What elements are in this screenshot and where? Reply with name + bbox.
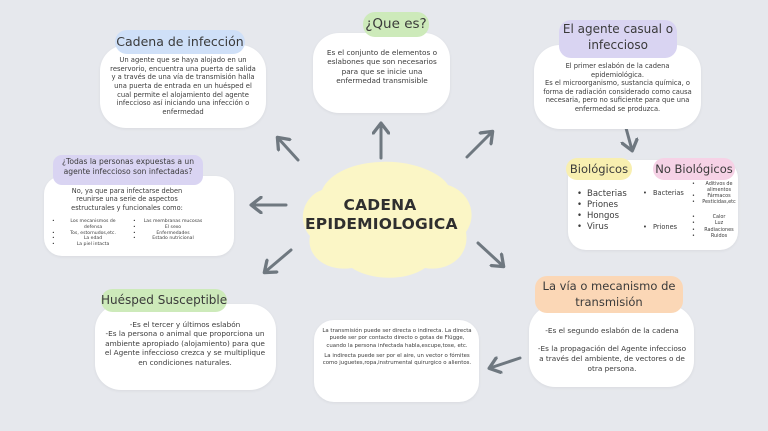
list-item: Las membranas mucosas	[133, 219, 203, 225]
list-item: Ruidos	[692, 233, 736, 240]
expuestas-text: No, ya que para infectarse deben reunirs…	[71, 187, 183, 212]
list-item: La edad	[52, 236, 124, 242]
list-item: Priones	[577, 200, 627, 211]
transmision-text: La transmisión puede ser directa o indir…	[322, 328, 472, 367]
huesped-title: Huésped Susceptible	[101, 289, 227, 312]
list-item: Radiaciones	[692, 227, 736, 234]
expuestas-col1: Los mecanismos de defensa Tos, estornudo…	[52, 219, 124, 248]
agente-text: El primer eslabón de la cadena epidemiol…	[543, 62, 692, 113]
que-es-text: Es el conjunto de elementos o eslabones …	[326, 48, 438, 85]
list-item: Bacterias	[577, 189, 627, 200]
list-item: Aditivos de alimentos	[692, 181, 736, 193]
arrow-to-via	[476, 241, 503, 266]
via-title: La vía o mecanismo de transmisión	[535, 276, 683, 313]
list-item: Enfermedades	[133, 231, 203, 237]
via-text: -Es el segundo eslabón de la cadena -Es …	[537, 326, 687, 373]
arrow-to-agente	[465, 132, 492, 159]
no-biologicos-title: No Biológicos	[653, 158, 735, 180]
cadena-title: Cadena de infección	[115, 30, 245, 54]
biologicos-list: Bacterias Priones Hongos Virus	[577, 189, 627, 233]
cadena-text: Un agente que se haya alojado en un rese…	[110, 56, 256, 117]
expuestas-title: ¿Todas la personas expuestas a un agente…	[53, 155, 203, 185]
arrow-to-cadena	[278, 138, 300, 162]
no-biologicos-col2b: Calor Luz Radiaciones Ruidos	[692, 214, 736, 239]
expuestas-col2: Las membranas mucosas El sexo Enfermedad…	[133, 219, 203, 242]
list-item: Fármacos	[692, 193, 736, 199]
huesped-card	[95, 304, 276, 390]
no-biologicos-col2a: Aditivos de alimentos Fármacos Pesticida…	[692, 181, 736, 205]
list-item: Calor	[692, 214, 736, 221]
agente-card	[534, 45, 701, 129]
arrow-to-huesped	[265, 248, 293, 272]
list-item: Priones	[643, 223, 684, 231]
list-item: Luz	[692, 220, 736, 227]
que-es-card	[313, 33, 450, 113]
list-item: Tos, estornudos,etc.	[52, 231, 124, 237]
no-biologicos-col1: Bacterias Priones	[643, 189, 684, 231]
list-item: Estado nutricional	[133, 236, 203, 242]
center-title: CADENA EPIDEMIOLOGICA	[305, 196, 458, 234]
list-item: Los mecanismos de defensa	[52, 219, 124, 231]
list-item: La piel intacta	[52, 242, 124, 248]
list-item: El sexo	[133, 225, 203, 231]
via-card	[529, 305, 694, 387]
agente-title: El agente casual o infeccioso	[559, 20, 677, 58]
list-item: Hongos	[577, 211, 627, 222]
transmision-card	[314, 320, 479, 402]
que-es-title: ¿Que es?	[363, 12, 429, 37]
cadena-card	[100, 45, 266, 128]
list-item: Pesticidas,etc	[692, 199, 736, 205]
arrow-to-transmision	[490, 358, 522, 368]
arrow-to-biologicos	[626, 126, 632, 150]
biologicos-title: Biológicos	[566, 158, 632, 180]
list-item: Bacterias	[643, 189, 684, 197]
list-item: Virus	[577, 222, 627, 233]
huesped-text: -Es el tercer y últimos eslabón -Es la p…	[104, 320, 266, 367]
